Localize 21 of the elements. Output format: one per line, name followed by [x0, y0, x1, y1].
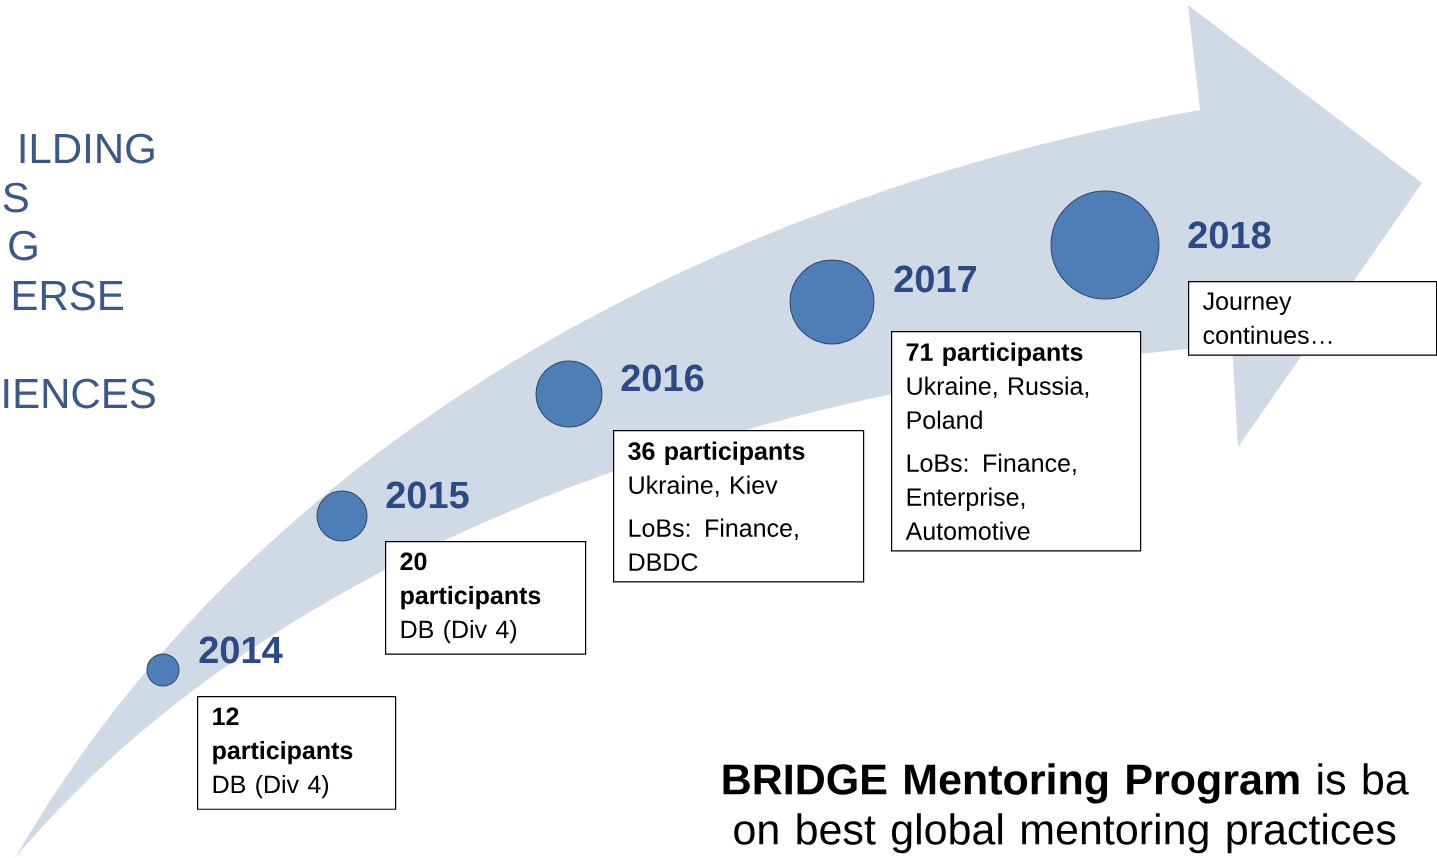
- info-box: 12 participants DB (Div 4): [197, 696, 397, 810]
- milestone-circle: [316, 490, 368, 542]
- statement-text: BRIDGE Mentoring Program is ba on best global mentoring practices: [723, 763, 1409, 854]
- heading-fragment: ILDING: [20, 133, 154, 164]
- heading-fragment: IENCES: [4, 378, 155, 409]
- year-label: 2014: [199, 636, 283, 664]
- year-label: 2017: [894, 265, 977, 293]
- info-box: 20 participants DB (Div 4): [385, 541, 587, 655]
- heading-fragment: ERSE: [13, 280, 123, 311]
- milestone-circle: [146, 653, 180, 687]
- milestone-circle: [1050, 190, 1160, 300]
- heading-fragment: S: [3, 182, 28, 213]
- year-label: 2016: [621, 364, 704, 392]
- info-box: 36 participants Ukraine, Kiev LoBs: Finance, DBDC: [613, 430, 865, 583]
- year-label: 2015: [386, 481, 469, 509]
- heading-fragment: G: [9, 230, 37, 261]
- info-box: Journey continues…: [1188, 281, 1437, 356]
- info-box: 71 participants Ukraine, Russia, Poland LoBs: Finance, Enterprise, Automotive: [891, 331, 1142, 552]
- year-label: 2018: [1188, 221, 1271, 249]
- milestone-circle: [789, 259, 875, 345]
- milestone-circle: [535, 360, 603, 428]
